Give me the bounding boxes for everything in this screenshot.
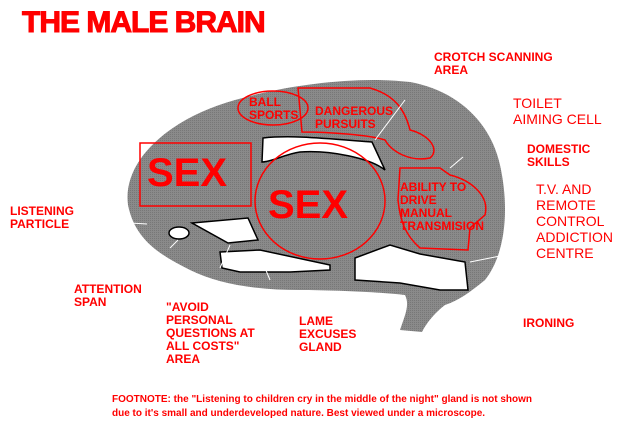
listening-particle-label: LISTENING PARTICLE	[10, 204, 75, 231]
avoid-questions-label: "AVOID PERSONAL QUESTIONS AT ALL COSTS" …	[166, 300, 255, 366]
ability-manual-label: ABILITY TO DRIVE MANUAL TRANSMISION	[400, 180, 484, 233]
tv-remote-label: T.V. AND REMOTE CONTROL ADDICTION CENTRE	[536, 181, 613, 261]
brain-hole	[354, 244, 469, 291]
brain-hole	[219, 249, 331, 273]
dangerous-pursuits-label: DANGEROUS PURSUITS	[315, 104, 394, 131]
sex-box-outline	[139, 142, 252, 207]
lame-excuses-label: LAME EXCUSES GLAND	[299, 314, 357, 354]
ironing-label: IRONING	[523, 316, 575, 330]
dangerous-outline	[297, 87, 435, 160]
domestic-skills-label: DOMESTIC SKILLS	[527, 142, 591, 169]
toilet-aiming-label: TOILET AIMING CELL	[513, 95, 602, 127]
ability-outline	[397, 167, 487, 251]
ball-sports-label: BALL SPORTS	[249, 95, 299, 122]
sex-box-label: SEX	[147, 151, 228, 195]
sex-circle-outline	[254, 142, 386, 260]
page-title: THE MALE BRAIN	[22, 6, 267, 40]
brain-hole	[168, 226, 190, 240]
ball-sports-outline	[237, 90, 309, 126]
sex-circle-label: SEX	[268, 183, 349, 227]
pointer-lines	[129, 99, 506, 281]
attention-span-label: ATTENTION SPAN	[74, 282, 142, 309]
brain-hole	[261, 136, 386, 171]
crotch-scanning-label: CROTCH SCANNING AREA	[434, 50, 553, 77]
footnote: FOOTNOTE: the "Listening to children cry…	[112, 394, 533, 419]
brain-hole	[189, 217, 260, 244]
